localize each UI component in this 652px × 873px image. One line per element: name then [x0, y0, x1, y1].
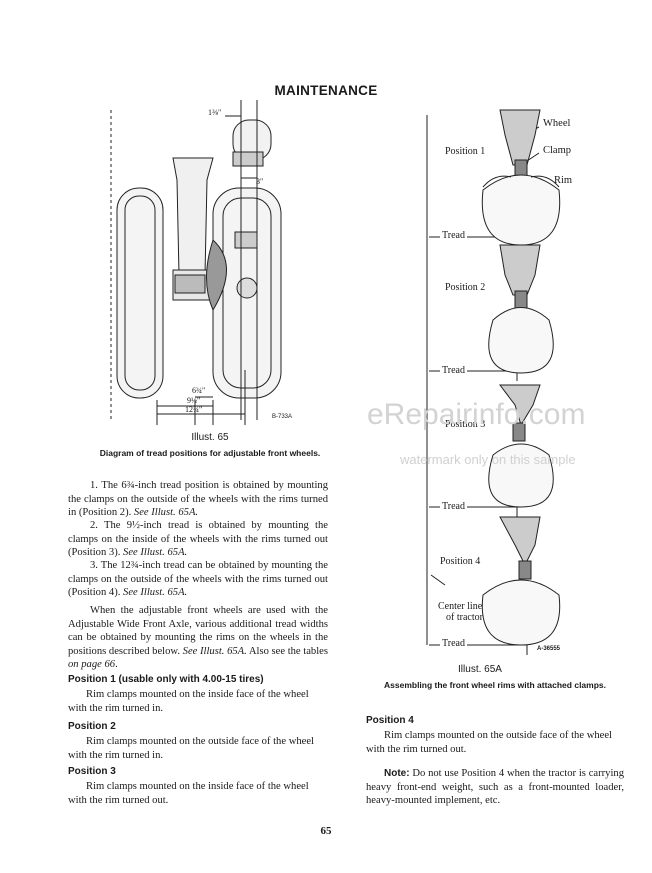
paragraph-3: 3. The 12¾-inch tread can be obtained by… — [68, 559, 328, 600]
page-number: 65 — [320, 825, 332, 837]
position-3-heading: Position 3 — [68, 766, 116, 777]
position-1-heading: Position 1 (usable only with 4.00-15 tir… — [68, 674, 264, 685]
paragraph-1: 1. The 6¾-inch tread position is obtaine… — [68, 479, 328, 520]
dim-3-label: 3" — [256, 177, 264, 186]
position-3-text-block: Rim clamps mounted on the inside face of… — [68, 780, 330, 807]
watermark-subtext: watermark only on this sample — [400, 452, 576, 467]
dim-c-label: 12¾" — [185, 405, 203, 414]
position-1-text-block: Rim clamps mounted on the inside face of… — [68, 688, 330, 715]
position-2-text: Rim clamps mounted on the outside face o… — [68, 736, 314, 761]
position-1-text: Rim clamps mounted on the inside face of… — [68, 689, 309, 714]
position-1-label: Position 1 — [445, 146, 486, 157]
paragraph-3-text: 3. The 12¾-inch tread can be obtained by… — [68, 560, 328, 598]
position-3-label: Position 3 — [445, 419, 486, 430]
illus65-ref: B-733A — [272, 414, 293, 420]
illus65a-ref: A-36555 — [537, 646, 561, 652]
tread-label-1: Tread — [440, 230, 467, 241]
tread-label-3: Tread — [440, 501, 467, 512]
paragraph-4-text-c: . — [115, 659, 118, 670]
paragraph-4-text-b: Also see the tables — [246, 645, 328, 657]
position-4-text-block: Rim clamps mounted on the outside face o… — [366, 729, 624, 756]
tread-diagram-illustration — [110, 100, 282, 425]
paragraph-4-text: When the adjustable front wheels are use… — [68, 605, 328, 657]
position-3-text: Rim clamps mounted on the inside face of… — [68, 781, 309, 806]
note-label: Note: — [384, 768, 410, 779]
rim-label: Rim — [554, 175, 573, 186]
paragraph-4-ref: See Illust. 65A. — [182, 645, 247, 657]
note-text: Do not use Position 4 when the tractor i… — [366, 768, 624, 806]
dim-a-label: 6¾" — [192, 386, 206, 395]
paragraph-2-ref: See Illust. 65A. — [123, 547, 188, 558]
paragraph-1-text: 1. The 6¾-inch tread position is obtaine… — [68, 480, 328, 518]
clamp-label: Clamp — [543, 145, 571, 156]
position-4-heading: Position 4 — [366, 715, 414, 726]
tread-label-4: Tread — [440, 638, 467, 649]
position-2-label: Position 2 — [445, 282, 486, 293]
rim-assembly-illustration — [426, 109, 561, 655]
position-2-heading: Position 2 — [68, 721, 116, 732]
paragraph-3-ref: See Illust. 65A. — [123, 587, 188, 598]
position-2-text-block: Rim clamps mounted on the outside face o… — [68, 735, 330, 762]
paragraph-2: 2. The 9½-inch tread is obtained by moun… — [68, 519, 328, 560]
illus65a-caption: Assembling the front wheel rims with att… — [384, 680, 606, 690]
page-title: MAINTENANCE — [274, 83, 378, 98]
tread-label-2: Tread — [440, 365, 467, 376]
paragraph-1-ref: See Illust. 65A. — [133, 507, 199, 518]
position-4-text: Rim clamps mounted on the outside face o… — [366, 730, 612, 755]
paragraph-4-page-ref: on page 66 — [68, 659, 116, 670]
dim-top-label: 1⅜" — [208, 108, 222, 117]
illus65-caption: Diagram of tread positions for adjustabl… — [99, 448, 321, 458]
wheel-label: Wheel — [543, 118, 571, 129]
note-block: Note: Do not use Position 4 when the tra… — [366, 767, 624, 808]
dim-b-label: 9½" — [187, 396, 201, 405]
paragraph-4: When the adjustable front wheels are use… — [68, 604, 328, 672]
illus65-label: Illust. 65 — [191, 432, 229, 443]
watermark: eRepairinfo.com — [367, 398, 586, 431]
center-line-label: Center line — [438, 601, 483, 612]
illus65a-label: Illust. 65A — [458, 664, 502, 675]
of-tractor-label: of tractor — [446, 612, 483, 623]
paragraph-2-text: 2. The 9½-inch tread is obtained by moun… — [68, 520, 328, 558]
position-4-label: Position 4 — [440, 556, 481, 567]
